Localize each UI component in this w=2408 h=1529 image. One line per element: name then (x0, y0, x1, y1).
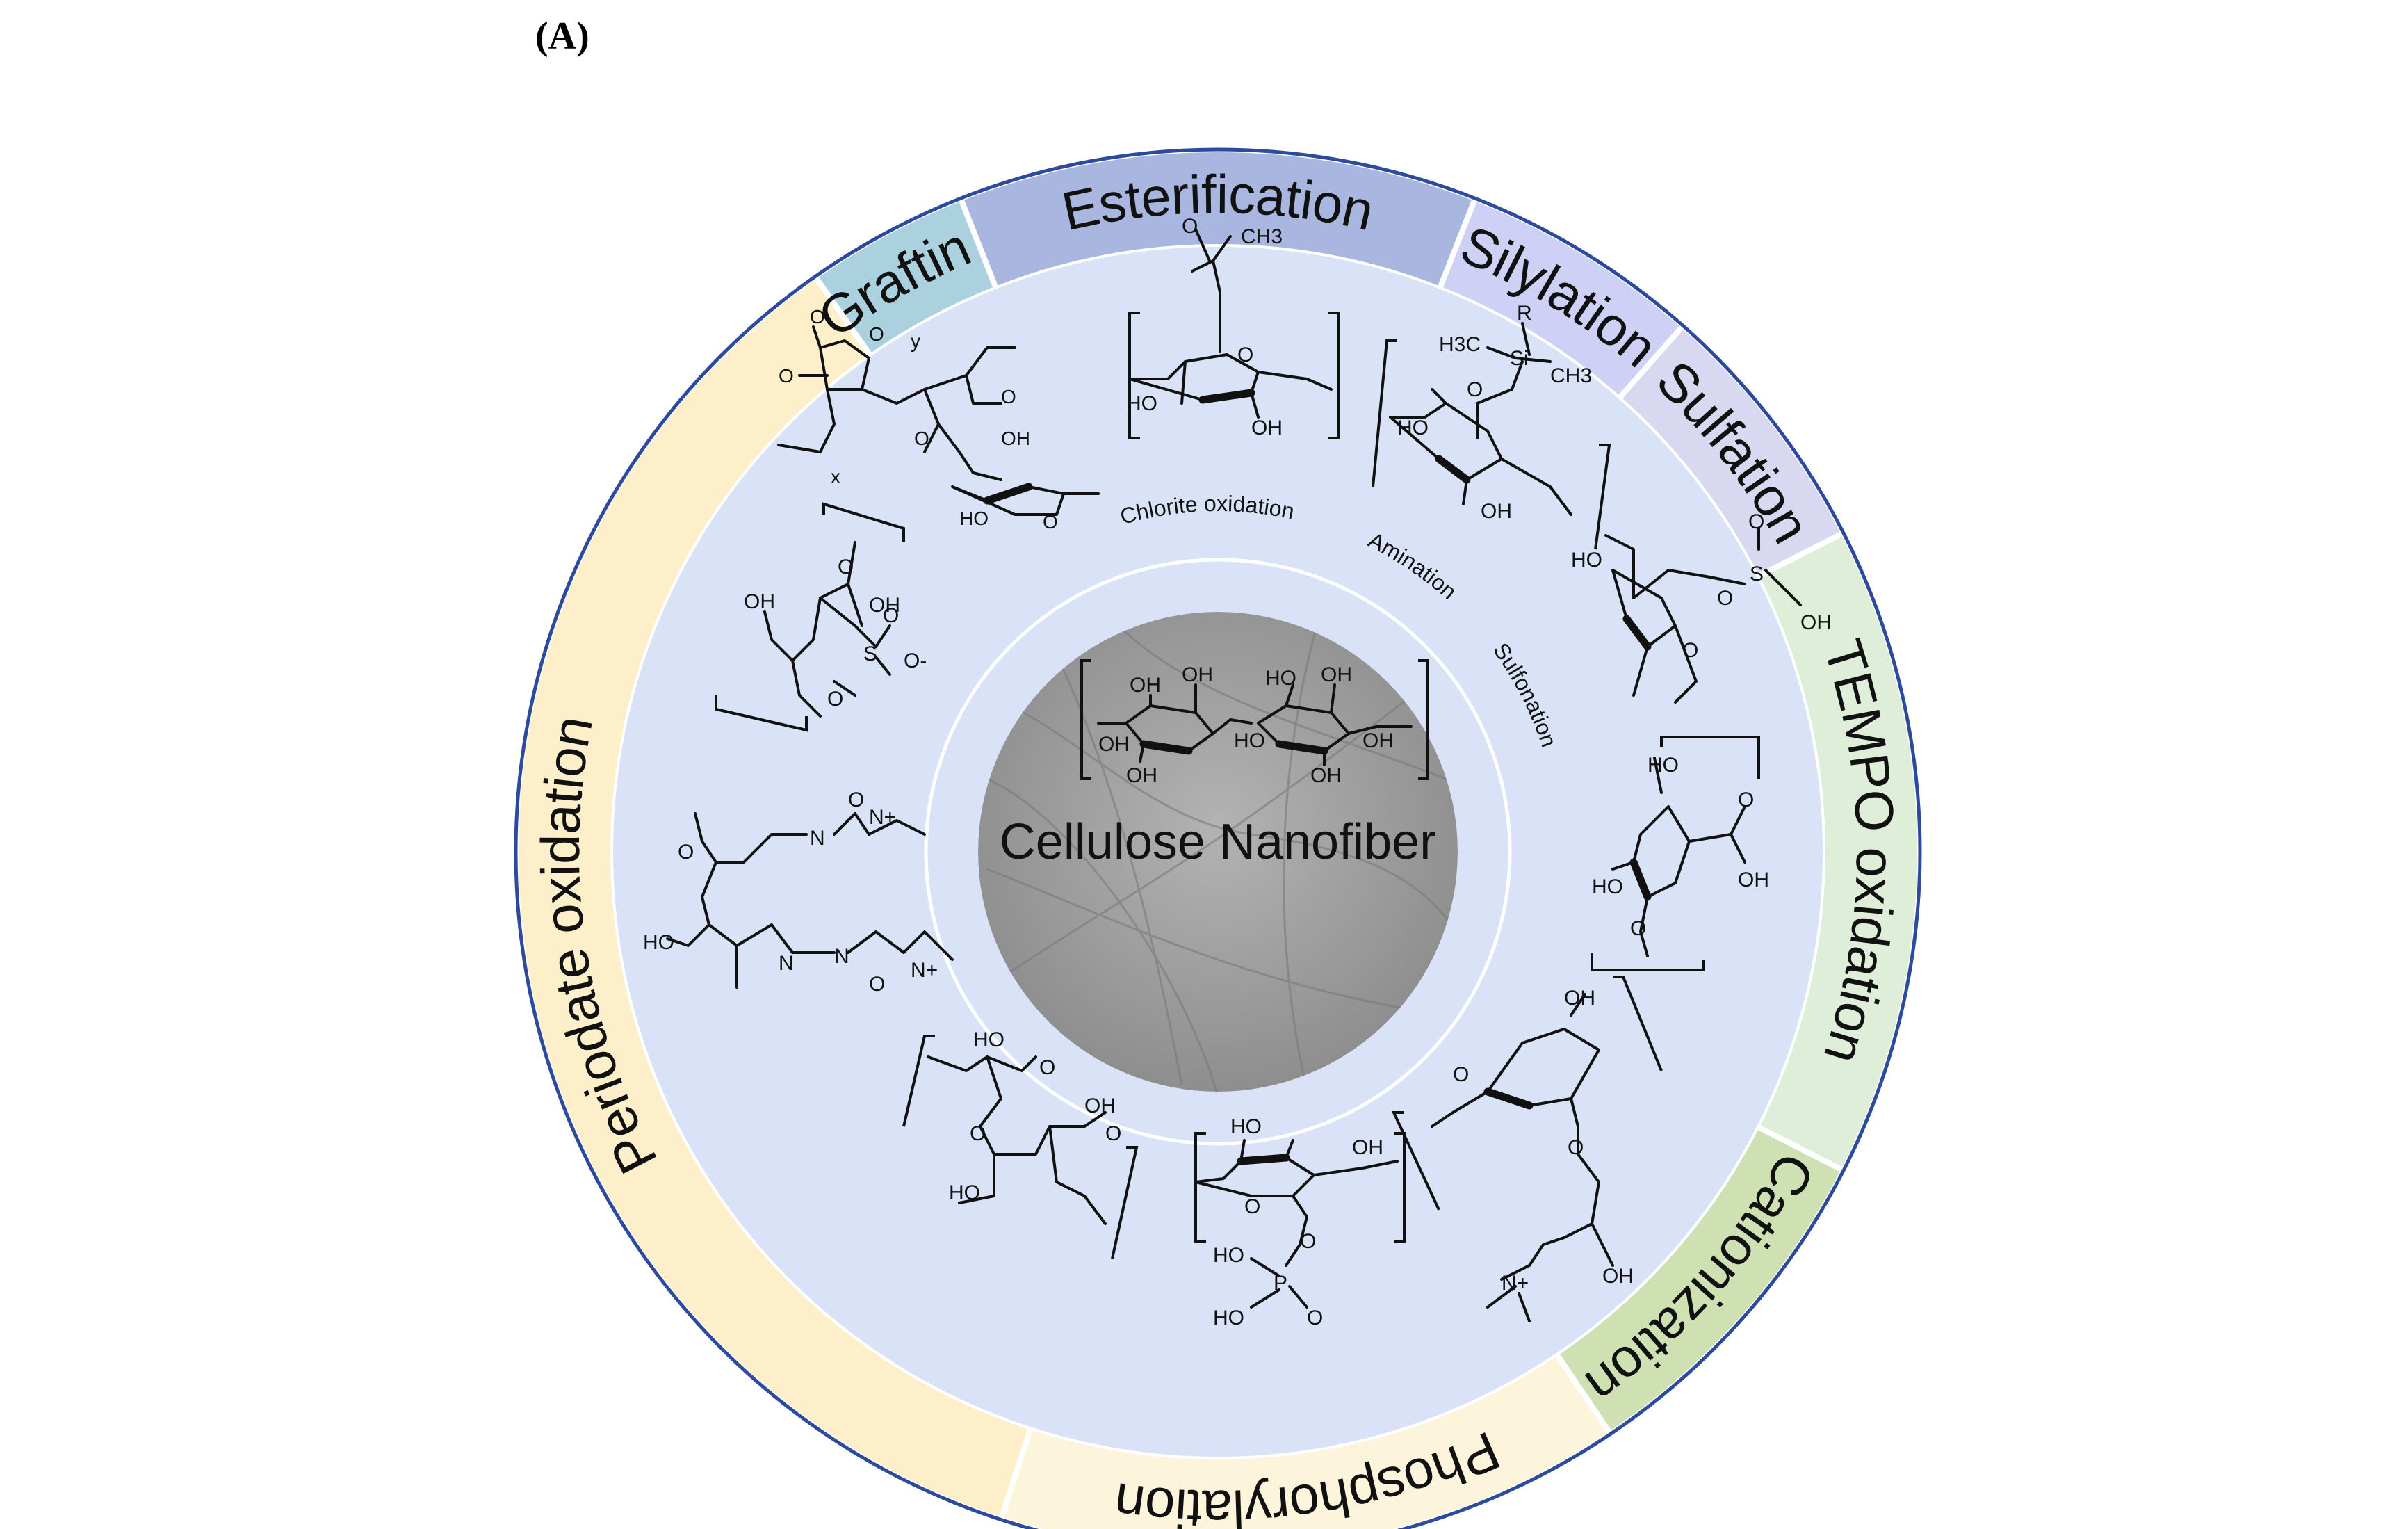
atom-label: O (1300, 1230, 1316, 1253)
atom-label: HO (1213, 1306, 1244, 1329)
atom-label: O (1237, 343, 1253, 366)
structure-chlorite: HO O OH O O HO (902, 1028, 1139, 1259)
atom-label: CH3 (1550, 364, 1592, 387)
structure-grafting: O O O y x O OH O HO O (777, 306, 1100, 533)
atom-label: OH (1084, 1094, 1116, 1117)
structure-phosphorylation: HO OH O O HO P O HO (1194, 1115, 1406, 1329)
atom-label: OH (744, 590, 775, 613)
atom-label: N+ (869, 806, 896, 829)
atom-label: O (883, 604, 899, 627)
atom-label: N (810, 827, 825, 850)
atom-label: O (1001, 386, 1016, 407)
atom-label: O (1307, 1306, 1323, 1329)
atom-label: OH (869, 594, 900, 617)
atom-label: O (1738, 788, 1754, 811)
atom-label: HO (973, 1028, 1004, 1051)
atom-label: OH (1800, 611, 1832, 634)
atom-label: O (848, 788, 864, 811)
atom-label: O (1244, 1195, 1260, 1218)
atom-label: y (911, 330, 920, 352)
atom-label: Si (1510, 347, 1529, 370)
atom-label: x (831, 466, 840, 487)
atom-label: O (1039, 1056, 1055, 1079)
atom-label: O (869, 973, 885, 996)
atom-label: O (1182, 215, 1198, 238)
unit-label: HO (1265, 667, 1296, 690)
ring-outline (514, 147, 1922, 1529)
unit-label: OH (1098, 733, 1130, 756)
atom-label: S (863, 642, 877, 665)
atom-label: OH (1251, 416, 1283, 439)
atom-label: N+ (911, 959, 938, 982)
atom-label: CH3 (1241, 225, 1283, 248)
atom-label: O (1717, 587, 1733, 610)
atom-label: HO (1126, 392, 1157, 415)
atom-label: O (827, 688, 843, 711)
center-title: Cellulose Nanofiber (1000, 814, 1436, 870)
structure-tempo: HO O OH HO O (1591, 736, 1769, 971)
structure-sulfation: HO O S O OH O (1571, 510, 1832, 704)
structure-silylation: R H3C Si CH3 O HO OH (1372, 302, 1611, 550)
atom-label: O- (904, 649, 927, 672)
atom-label: OH (1564, 987, 1595, 1010)
atom-label: OH (1738, 868, 1769, 891)
unit-label: OH (1130, 674, 1161, 697)
atom-label: R (1517, 302, 1532, 325)
atom-label: O (970, 1122, 986, 1145)
atom-label: HO (1648, 754, 1679, 777)
atom-label: O (914, 428, 929, 449)
panel-label: (A) (535, 15, 589, 58)
ring-borders (514, 147, 1922, 1529)
atom-label: N (834, 945, 849, 968)
atom-label: HO (1571, 549, 1602, 572)
atom-label: HO (1397, 416, 1429, 439)
atom-label: O (1467, 378, 1483, 401)
atom-label: O (1568, 1136, 1584, 1159)
unit-label: OH (1182, 663, 1213, 686)
atom-label: OH (1001, 428, 1030, 449)
unit-label: OH (1126, 764, 1157, 787)
atom-label: O (1682, 639, 1698, 662)
atom-label: OH (1352, 1136, 1383, 1159)
atom-label: O (810, 306, 825, 327)
atom-label: HO (1592, 875, 1623, 898)
atom-label: HO (643, 931, 674, 954)
structure-cationization: OH O O N+ OH (1391, 976, 1663, 1322)
atom-label: O (1043, 511, 1058, 533)
atom-label: HO (1230, 1115, 1262, 1138)
structure-sulfonation: OH O S O O- OH O (715, 502, 927, 732)
structure-periodate: O N O N+ HO N N O N+ (643, 788, 954, 996)
atom-label: N+ (1502, 1272, 1529, 1295)
unit-label: HO (1234, 729, 1265, 752)
atom-label: OH (1602, 1265, 1634, 1288)
unit-label: OH (1310, 764, 1342, 787)
atom-label: OH (1481, 500, 1512, 523)
inner-ring-line (924, 558, 1512, 1146)
atom-label: H3C (1439, 333, 1481, 356)
atom-label: O (779, 365, 794, 387)
atom-label: HO (1213, 1244, 1244, 1267)
atom-label: O (869, 323, 884, 345)
atom-label: P (1274, 1272, 1287, 1295)
atom-label: O (838, 556, 854, 579)
atom-label: HO (949, 1181, 980, 1204)
segment-label: Grafting (0, 0, 979, 349)
atom-label: S (1750, 563, 1764, 585)
atom-label: N (779, 952, 794, 975)
atom-label: O (1453, 1063, 1469, 1086)
atom-label: O (1105, 1122, 1121, 1145)
structure-esterification: O CH3 O HO OH (1126, 215, 1340, 439)
cellulose-structure: OH OH OH OH HO OH HO OH OH (1080, 659, 1429, 787)
unit-label: OH (1321, 663, 1352, 686)
atom-label: O (1630, 917, 1646, 940)
atom-label: HO (959, 508, 989, 529)
unit-label: OH (1362, 729, 1394, 752)
atom-label: O (678, 841, 694, 864)
atom-label: O (1748, 510, 1764, 533)
